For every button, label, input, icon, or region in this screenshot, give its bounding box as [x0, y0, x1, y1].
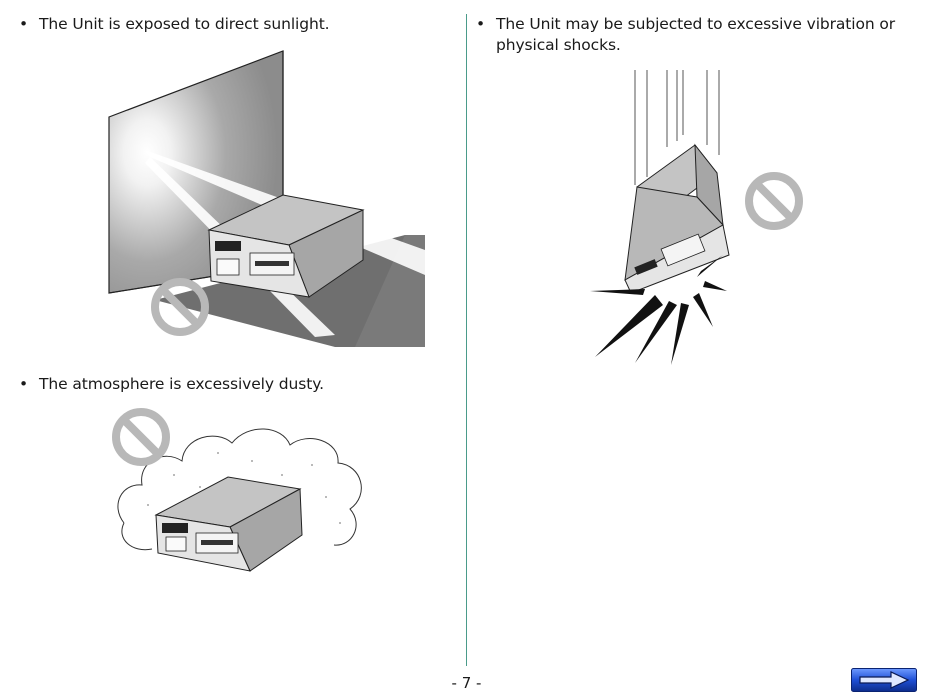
device-falling — [624, 143, 730, 294]
device-sunlight — [207, 194, 365, 298]
prohibition-icon — [745, 172, 803, 230]
bullet-dusty-text: The atmosphere is excessively dusty. — [39, 375, 324, 393]
prohibition-icon — [112, 408, 170, 466]
page-number: - 7 - — [451, 674, 482, 692]
prohibition-icon — [151, 278, 209, 336]
sunlight-illustration — [108, 50, 425, 347]
shock-illustration — [590, 70, 803, 365]
bullet-dusty: • The atmosphere is excessively dusty. — [19, 374, 449, 395]
bullet-sunlight: • The Unit is exposed to direct sunlight… — [19, 14, 449, 35]
next-page-button[interactable] — [851, 668, 917, 692]
column-divider — [466, 14, 467, 666]
dust-illustration — [112, 408, 362, 572]
arrow-right-icon — [859, 671, 910, 689]
bullet-shock-text: The Unit may be subjected to excessive v… — [496, 15, 896, 54]
bullet-sunlight-text: The Unit is exposed to direct sunlight. — [39, 15, 330, 33]
bullet-shock: • The Unit may be subjected to excessive… — [476, 14, 921, 56]
device-dusty — [154, 476, 303, 572]
impact-burst — [590, 255, 727, 365]
bullet-marker: • — [19, 375, 29, 393]
bullet-marker: • — [476, 15, 486, 33]
bullet-marker: • — [19, 15, 29, 33]
